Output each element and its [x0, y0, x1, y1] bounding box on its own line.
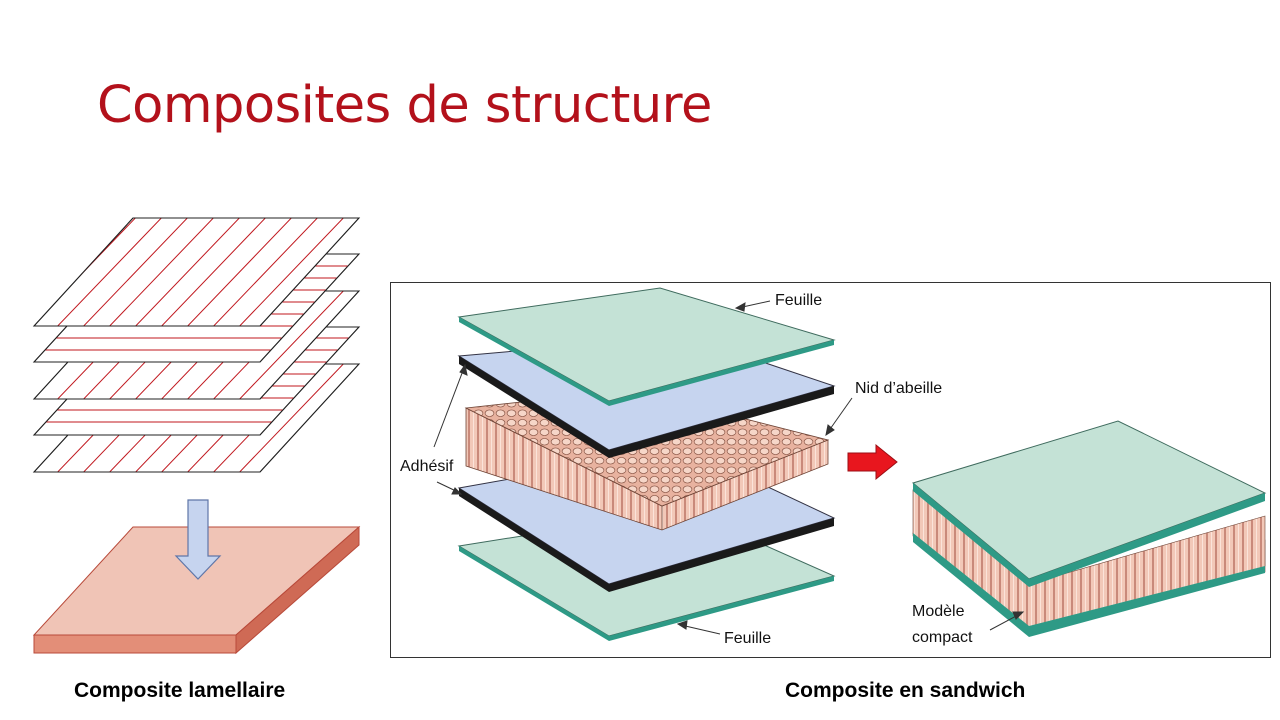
leader-top-sheet-head [734, 302, 746, 312]
slide-title: Composites de structure [97, 76, 712, 135]
sandwich-panel-frame [390, 282, 1271, 658]
leader-adhesive-bottom-head [451, 487, 463, 495]
laminated-composite-diagram [32, 217, 361, 655]
leader-adhesive-top-head [459, 363, 468, 376]
compact-sandwich-model [911, 420, 1267, 637]
leader-compact-head [1012, 611, 1025, 620]
label-compact-line2: compact [912, 629, 973, 646]
label-bottom-sheet: Feuille [724, 630, 772, 647]
leader-honeycomb-head [825, 424, 835, 437]
leader-bottom-sheet-head [676, 620, 688, 630]
down-arrow-icon [174, 499, 222, 580]
label-adhesive: Adhésif [400, 458, 454, 475]
leader-adhesive-top [433, 367, 465, 448]
leader-bottom-sheet [680, 624, 721, 635]
right-arrow-icon [847, 443, 898, 481]
laminate-block [32, 525, 361, 655]
caption-sandwich: Composite en sandwich [785, 679, 1026, 702]
ply-1 [32, 217, 361, 327]
label-honeycomb: Nid d’abeille [855, 380, 943, 397]
label-top-sheet: Feuille [775, 292, 823, 309]
caption-laminated: Composite lamellaire [74, 679, 286, 702]
top-face-sheet [457, 287, 836, 406]
leader-honeycomb [827, 397, 853, 433]
label-compact-line1: Modèle [912, 603, 965, 620]
